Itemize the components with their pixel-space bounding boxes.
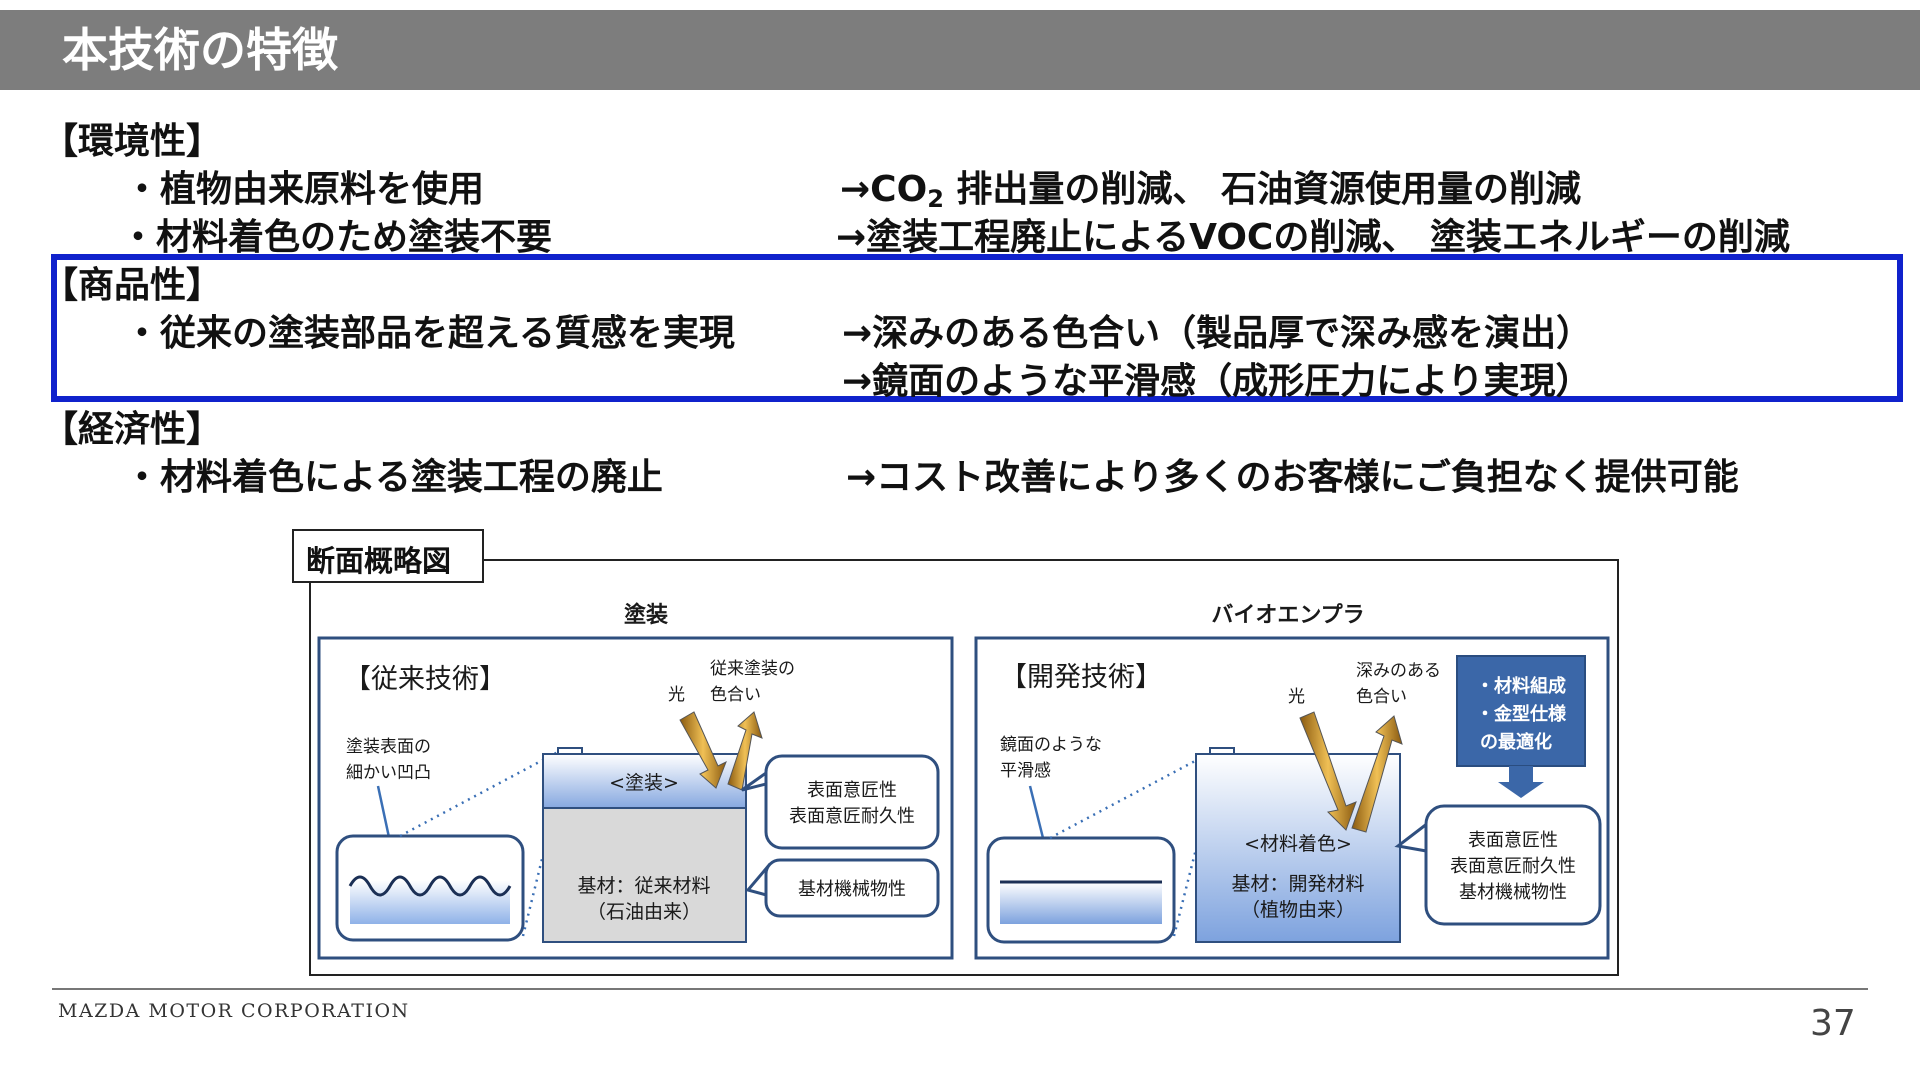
surface-note-2: 細かい凹凸 <box>346 763 431 783</box>
reflect-left-1: 従来塗装の <box>710 658 795 679</box>
company-name: MAZDA MOTOR CORPORATION <box>58 1000 410 1022</box>
page-number: 37 <box>1810 1003 1856 1044</box>
opt-line-1: ・材料組成 <box>1476 675 1566 697</box>
diagram-label: 断面概略図 <box>306 544 452 578</box>
mirror-note-2: 平滑感 <box>1000 761 1051 781</box>
callout-developed <box>1424 804 1602 926</box>
callout-right-2: 表面意匠耐久性 <box>1450 856 1576 877</box>
base-conventional-2: （石油由来） <box>587 901 701 923</box>
material-color-label: <材料着色> <box>1244 833 1352 855</box>
callout-left-3: 基材機械物性 <box>798 879 906 900</box>
section-heading-environment: 【環境性】 <box>42 121 223 162</box>
column-title-bio: バイオエンプラ <box>1211 603 1364 628</box>
economy-result-1: →コスト改善により多くのお客様にご負担なく提供可能 <box>846 457 1739 498</box>
panel-conventional <box>317 636 954 960</box>
mirror-note-1: 鏡面のような <box>1000 735 1102 755</box>
product-item-1: ・従来の塗装部品を超える質感を実現 <box>124 313 735 354</box>
environment-result-1: →CO2 排出量の削減、 石油資源使用量の削減 <box>840 169 1581 213</box>
callout-surface-left <box>764 754 940 850</box>
environment-item-2: ・材料着色のため塗装不要 <box>120 217 553 258</box>
light-arrow-out-left <box>727 711 763 791</box>
callout-base-left <box>764 858 940 918</box>
slide-title: 本技術の特徴 <box>62 23 338 77</box>
product-result-2: →鏡面のような平滑感（成形圧力により実現） <box>842 361 1592 402</box>
diagram-label-box <box>292 529 484 583</box>
economy-item-1: ・材料着色による塗装工程の廃止 <box>124 457 663 498</box>
base-developed <box>1195 753 1401 943</box>
environment-result-2: →塗装工程廃止によるVOCの削減、 塗装エネルギーの削減 <box>836 217 1790 258</box>
panel-developed <box>974 636 1610 960</box>
product-result-1: →深みのある色合い（製品厚で深み感を演出） <box>842 313 1593 354</box>
light-label-right: 光 <box>1288 687 1305 707</box>
box-title-conventional: 【従来技術】 <box>344 664 506 695</box>
callout-right-3: 基材機械物性 <box>1459 882 1567 903</box>
base-conventional-1: 基材：従来材料 <box>577 875 710 897</box>
light-arrow-in-left <box>679 711 727 789</box>
surface-note-1: 塗装表面の <box>346 736 431 757</box>
coat-label: <塗装> <box>609 771 679 794</box>
box-title-developed: 【開発技術】 <box>1000 662 1162 693</box>
title-bar <box>0 10 1920 90</box>
base-developed-2: （植物由来） <box>1241 899 1355 921</box>
callout-left-1: 表面意匠性 <box>807 780 897 801</box>
reflect-right-2: 色合い <box>1356 687 1407 707</box>
opt-line-2: ・金型仕様 <box>1476 703 1567 725</box>
base-developed-1: 基材：開発材料 <box>1231 873 1364 895</box>
base-conventional <box>542 807 747 943</box>
light-arrow-in-right <box>1299 711 1357 831</box>
section-heading-product: 【商品性】 <box>42 265 223 306</box>
section-heading-economy: 【経済性】 <box>42 409 223 450</box>
environment-item-1: ・植物由来原料を使用 <box>124 169 485 210</box>
light-arrow-out-right <box>1351 715 1403 833</box>
footer-divider <box>52 988 1868 990</box>
down-arrow-icon <box>1498 766 1544 798</box>
rough-surface-wave <box>348 875 512 897</box>
callout-right-1: 表面意匠性 <box>1468 830 1558 851</box>
column-title-paint: 塗装 <box>624 602 668 628</box>
opt-line-3: の最適化 <box>1480 731 1552 753</box>
callout-left-2: 表面意匠耐久性 <box>789 806 915 827</box>
reflect-left-2: 色合い <box>710 685 761 705</box>
highlight-box <box>51 254 1903 402</box>
reflect-right-1: 深みのある <box>1356 661 1441 681</box>
light-label-left: 光 <box>668 685 685 705</box>
